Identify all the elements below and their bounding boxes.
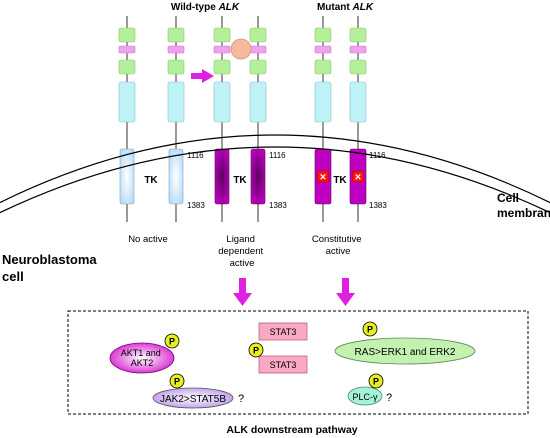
jak2-unknown-mark: ?: [238, 393, 244, 405]
green-domain: [118, 27, 136, 43]
residue-1383-label: 1383: [187, 201, 205, 210]
tyrosine-kinase-domain: [250, 148, 266, 205]
downstream-arrow-constitutive: [336, 278, 355, 306]
phospho-circle: [248, 342, 264, 358]
cell-membrane-inner: [0, 146, 550, 214]
pink-domain: [314, 45, 332, 54]
state-ligand-dependent-label: Ligand dependent active: [218, 234, 266, 269]
green-domain: [349, 27, 367, 43]
cell-membrane-outer: [0, 134, 550, 204]
green-domain: [213, 59, 231, 75]
downstream-arrow-ligand: [233, 278, 252, 306]
cyan-domain: [213, 81, 231, 123]
tk-label: TK: [144, 175, 158, 186]
phospho-label: P: [373, 377, 379, 387]
pink-domain: [349, 45, 367, 54]
phospho-circle: [169, 373, 185, 389]
pathway-box: [67, 310, 529, 415]
jak2-stat5b-label: JAK2>STAT5B: [160, 394, 226, 405]
pink-domain: [213, 45, 231, 54]
plc-gamma-node: [347, 386, 383, 406]
phospho-label: P: [367, 325, 373, 335]
state-no-active-label: No active: [128, 234, 168, 245]
pink-domain: [249, 45, 267, 54]
neuroblastoma-cell-label: Neuroblastoma cell: [2, 252, 100, 284]
green-domain: [249, 59, 267, 75]
mutation-cross: ×: [320, 172, 326, 184]
residue-1383-label: 1383: [269, 201, 287, 210]
stat3-top: [258, 322, 308, 341]
phospho-circle: [164, 333, 180, 349]
ras-erk-node: [334, 337, 476, 365]
residue-1116-label: 1116: [187, 151, 204, 160]
green-domain: [167, 59, 185, 75]
phospho-circle: [368, 373, 384, 389]
state-constitutive-label: Constitutive active: [312, 234, 364, 257]
cyan-domain: [349, 81, 367, 123]
phospho-label: P: [169, 337, 175, 347]
tyrosine-kinase-domain: [168, 148, 184, 205]
akt-node: [109, 342, 175, 374]
tyrosine-kinase-domain: [119, 148, 135, 205]
plc-gamma-label: PLC-γ: [352, 392, 378, 402]
residue-1116-label: 1116: [369, 151, 386, 160]
mutant-alk-header: Mutant ALK: [317, 2, 374, 13]
cell-membrane-label: Cell membrane: [497, 191, 550, 220]
tyrosine-kinase-domain: [214, 148, 230, 205]
alk-receptors: 1116 1383 1116 1383 × × 1116 1383 TK TK TK: [118, 16, 387, 222]
cyan-domain: [118, 81, 136, 123]
mutation-cross: ×: [355, 172, 361, 184]
green-domain: [314, 27, 332, 43]
pink-domain: [118, 45, 136, 54]
residue-1116-label: 1116: [269, 151, 286, 160]
phospho-circle: [362, 321, 378, 337]
stat3-bottom: [258, 355, 308, 374]
cyan-domain: [167, 81, 185, 123]
green-domain: [349, 59, 367, 75]
phospho-label: P: [253, 346, 259, 356]
jak2-stat5b-node: [152, 387, 234, 409]
stat3-top-label: STAT3: [270, 327, 297, 337]
mutation-marker: [352, 170, 364, 183]
pink-domain: [167, 45, 185, 54]
green-domain: [249, 27, 267, 43]
green-domain: [118, 59, 136, 75]
plc-unknown-mark: ?: [386, 392, 392, 404]
phosphorylation-sites: P P P P P: [164, 321, 384, 389]
residue-1383-label: 1383: [369, 201, 387, 210]
mutation-marker: [317, 170, 329, 183]
green-domain: [213, 27, 231, 43]
pathway-title: ALK downstream pathway: [226, 424, 357, 436]
akt-label: AKT1 and AKT2: [121, 348, 164, 368]
phospho-label: P: [174, 377, 180, 387]
cyan-domain: [314, 81, 332, 123]
stat3-bottom-label: STAT3: [270, 360, 297, 370]
cyan-domain: [249, 81, 267, 123]
wild-type-alk-header: Wild-type ALK: [171, 2, 240, 13]
ligand: [230, 38, 252, 60]
ras-erk-label: RAS>ERK1 and ERK2: [355, 347, 456, 358]
green-domain: [167, 27, 185, 43]
tk-label: TK: [333, 175, 347, 186]
green-domain: [314, 59, 332, 75]
activation-arrow: [191, 69, 214, 83]
tk-label: TK: [233, 175, 247, 186]
